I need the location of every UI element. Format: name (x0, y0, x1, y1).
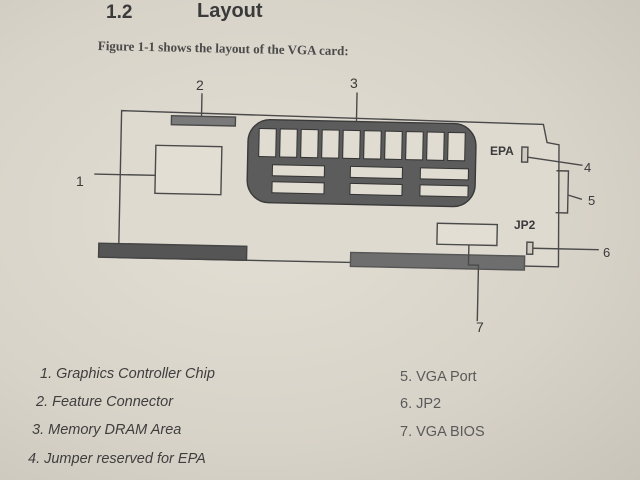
dram-chip (447, 131, 466, 162)
dram-chip (349, 182, 403, 197)
vga-bios (436, 222, 499, 247)
legend-item: 4. Jumper reserved for EPA (28, 451, 206, 467)
feature-connector (170, 114, 237, 127)
epa-jumper (520, 146, 529, 163)
dram-chip (271, 164, 326, 178)
dram-chip (405, 131, 424, 161)
dram-chip (419, 167, 469, 181)
epa-label: EPA (490, 144, 514, 158)
legend-item: 6. JP2 (400, 396, 442, 412)
callout-5: 5 (588, 193, 595, 208)
dram-chip (258, 127, 277, 158)
legend-item: 1. Graphics Controller Chip (40, 366, 215, 382)
callout-2: 2 (196, 77, 204, 93)
legend-item: 3. Memory DRAM Area (32, 422, 182, 438)
dram-chip (271, 181, 325, 195)
legend-item: 7. VGA BIOS (400, 424, 485, 440)
dram-chip (300, 128, 319, 159)
callout-4: 4 (584, 160, 591, 175)
dram-chip (363, 130, 382, 160)
callout-7: 7 (476, 319, 484, 335)
legend-item: 5. VGA Port (400, 369, 477, 385)
bus-connector-left (97, 242, 248, 261)
vga-port (555, 170, 570, 214)
callout-6: 6 (603, 245, 610, 260)
dram-chip (426, 131, 445, 161)
dram-chip (384, 130, 403, 161)
jp2-label: JP2 (514, 218, 536, 232)
dram-chip (349, 165, 403, 180)
dram-chip (279, 128, 298, 158)
legend-item: 2. Feature Connector (36, 394, 174, 410)
callout-1: 1 (76, 173, 84, 189)
dram-chip (342, 129, 361, 160)
dram-chip (321, 129, 340, 159)
section-title: Layout (197, 0, 263, 22)
graphics-controller-chip (154, 144, 223, 196)
dram-chip (419, 184, 469, 198)
bus-connector-right (349, 251, 526, 271)
section-number: 1.2 (106, 2, 133, 23)
callout-3: 3 (350, 75, 358, 91)
jp2-jumper (525, 241, 534, 255)
